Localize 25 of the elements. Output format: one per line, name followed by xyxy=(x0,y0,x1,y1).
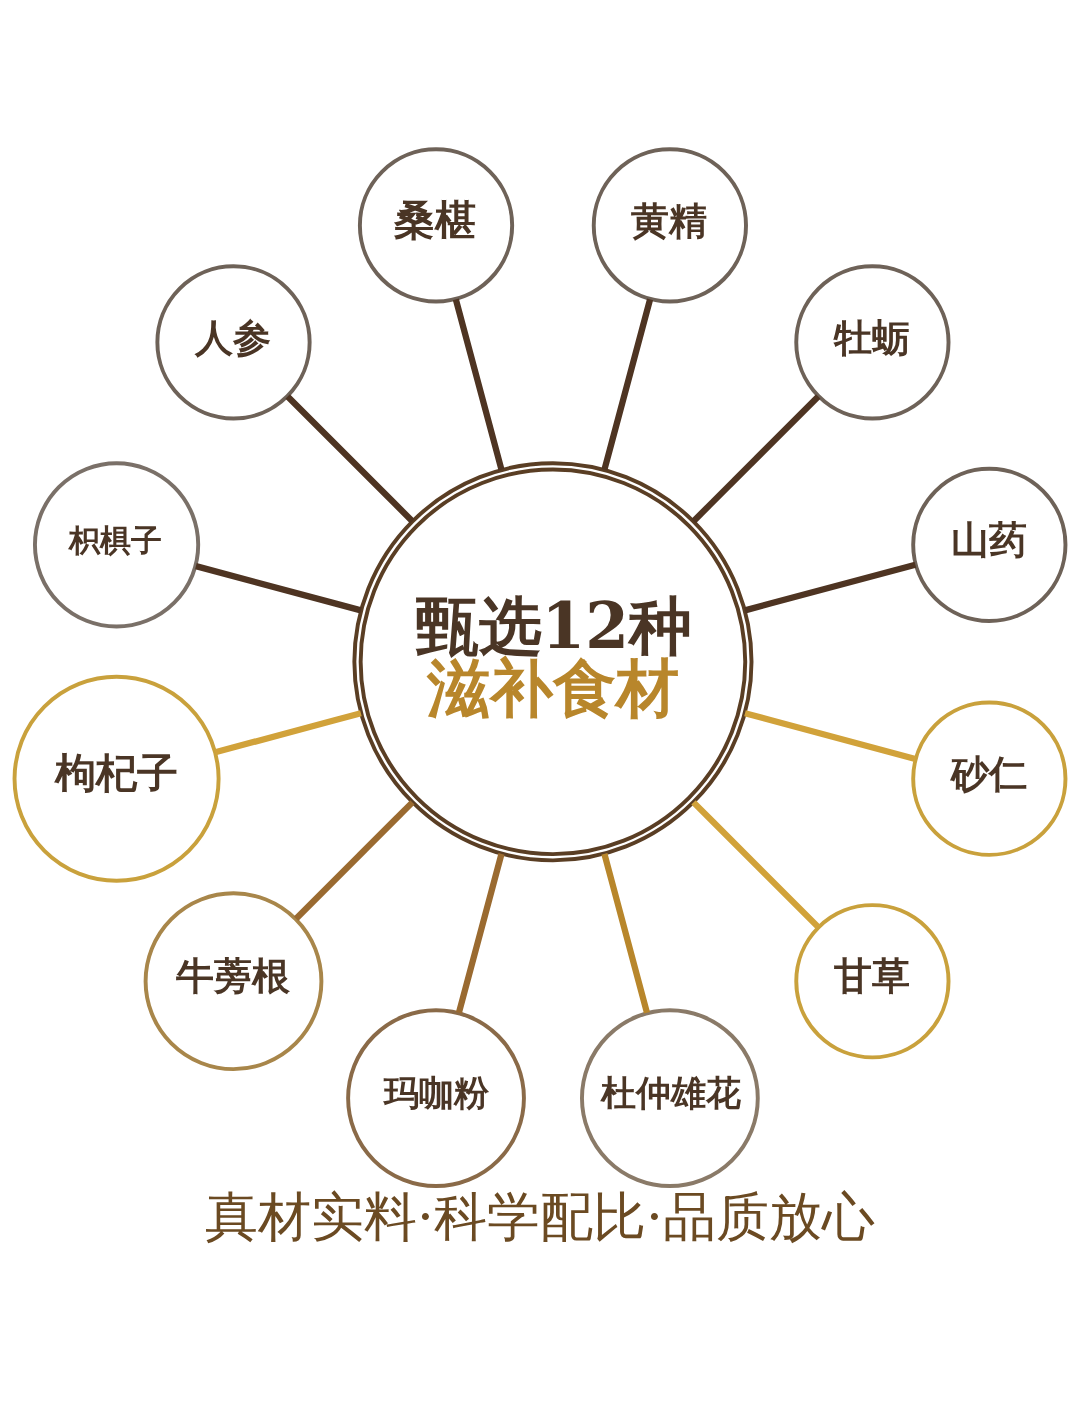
node-circle: 甄选12种 滋补食材 xyxy=(352,460,754,862)
node-circle: 甘草 xyxy=(794,902,951,1059)
node-circle: 桑椹 xyxy=(357,146,515,303)
connector xyxy=(691,799,821,929)
connector xyxy=(691,393,821,523)
connector xyxy=(744,561,917,613)
node-circle: 枳椇子 xyxy=(33,460,201,628)
node-circle: 枸杞子 xyxy=(12,674,221,883)
connector xyxy=(601,852,650,1013)
node-circle: 玛咖粉 xyxy=(346,1007,526,1188)
node-circle: 砂仁 xyxy=(911,700,1068,857)
node-circle: 山药 xyxy=(911,466,1068,623)
node-circle: 杜仲雄花 xyxy=(580,1007,760,1188)
connector xyxy=(285,393,415,523)
connector xyxy=(214,709,362,755)
connector xyxy=(452,298,505,471)
connector xyxy=(455,852,505,1014)
node-circle: 牡蛎 xyxy=(794,263,951,420)
connector xyxy=(293,799,415,921)
connector xyxy=(195,562,362,613)
node-circle: 牛蒡根 xyxy=(143,890,324,1071)
connector xyxy=(601,298,654,471)
node-circle: 人参 xyxy=(155,263,312,420)
connector xyxy=(744,709,917,762)
node-circle: 黄精 xyxy=(591,146,748,303)
